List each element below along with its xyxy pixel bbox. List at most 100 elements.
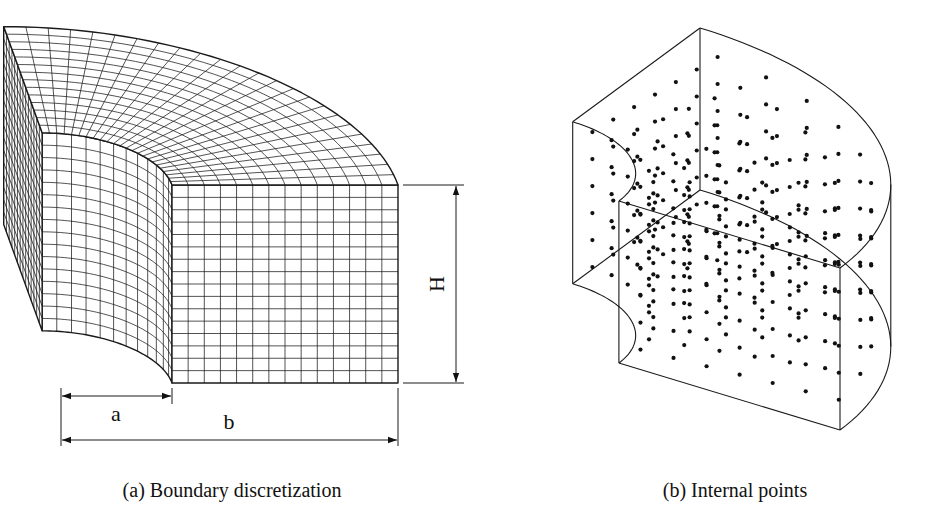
internal-point [671,302,675,306]
internal-point [752,269,756,273]
internal-point [638,212,642,216]
internal-point [858,179,862,183]
internal-point [823,366,827,370]
internal-point [647,337,651,341]
mesh-line [172,333,398,334]
mesh-line [28,95,252,185]
internal-point [738,373,742,377]
internal-point [712,150,716,154]
internal-point [823,258,827,262]
internal-point [712,231,716,235]
solid-outline [573,28,891,430]
internal-point [712,96,716,100]
dimension-label: a [111,402,121,425]
internal-point [715,258,719,262]
internal-point [738,319,742,323]
internal-point [653,173,657,177]
internal-point [752,242,756,246]
internal-point [738,140,742,144]
internal-point [661,171,665,175]
internal-point [724,288,728,292]
internal-point [704,201,708,205]
internal-point [704,255,708,259]
internal-point [869,316,873,320]
internal-point [671,206,675,210]
internal-point [752,296,756,300]
internal-point [823,263,827,267]
internal-point [638,185,642,189]
mesh-line [172,345,398,346]
internal-point [823,285,827,289]
mesh-line [9,42,366,185]
internal-point [638,212,642,216]
internal-point [796,284,800,288]
internal-point [626,228,630,232]
internal-point [682,208,686,212]
internal-point [771,300,775,304]
internal-point [745,169,749,173]
internal-point [638,158,642,162]
internal-point [611,198,615,202]
internal-point [695,67,699,71]
internal-point [647,277,651,281]
internal-point [788,225,792,229]
outline-edge [618,201,619,363]
internal-point [823,182,827,186]
internal-point [753,301,757,305]
mesh-line [172,308,398,309]
internal-point [688,248,692,252]
internal-point [760,315,764,319]
internal-point [674,107,678,111]
figure-caption: (b) Internal points [663,480,807,501]
internal-point [647,256,651,260]
internal-point [752,161,756,165]
internal-point [688,221,692,225]
internal-point [833,208,837,212]
outline-edge [890,185,891,347]
internal-point [647,223,651,227]
internal-point [770,217,774,221]
internal-point [590,157,594,161]
internal-point [638,239,642,243]
internal-point [823,209,827,213]
internal-point [803,238,807,242]
internal-point [823,312,827,316]
internal-point [687,188,691,192]
mesh-line [172,284,398,285]
internal-point [674,161,678,165]
mesh-line [20,72,301,185]
internal-point [724,207,728,211]
internal-point [771,327,775,331]
internal-point [688,288,692,292]
internal-point [685,266,689,270]
internal-point [611,252,615,256]
internal-point [682,316,686,320]
internal-point [704,282,708,286]
dimension-arrow [62,396,171,397]
internal-point [716,109,720,113]
internal-point [651,326,655,330]
internal-point [724,251,728,255]
mesh-line [172,370,398,371]
internal-point [836,260,840,264]
internal-point [804,362,808,366]
internal-point [764,156,768,160]
outline-edge [700,190,891,430]
top-face [4,27,398,185]
dimension-lines [61,185,464,446]
internal-point [590,211,594,215]
mesh-line [172,222,398,223]
internal-point [833,235,837,239]
internal-point [632,159,636,163]
internal-point [775,134,779,138]
internal-point [737,249,741,253]
internal-point [671,260,675,264]
internal-point [671,287,675,291]
internal-point [651,218,655,222]
internal-point [788,279,792,283]
internal-point [771,354,775,358]
internal-point [858,152,862,156]
internal-point [712,204,716,208]
internal-point [803,211,807,215]
internal-point [775,242,779,246]
